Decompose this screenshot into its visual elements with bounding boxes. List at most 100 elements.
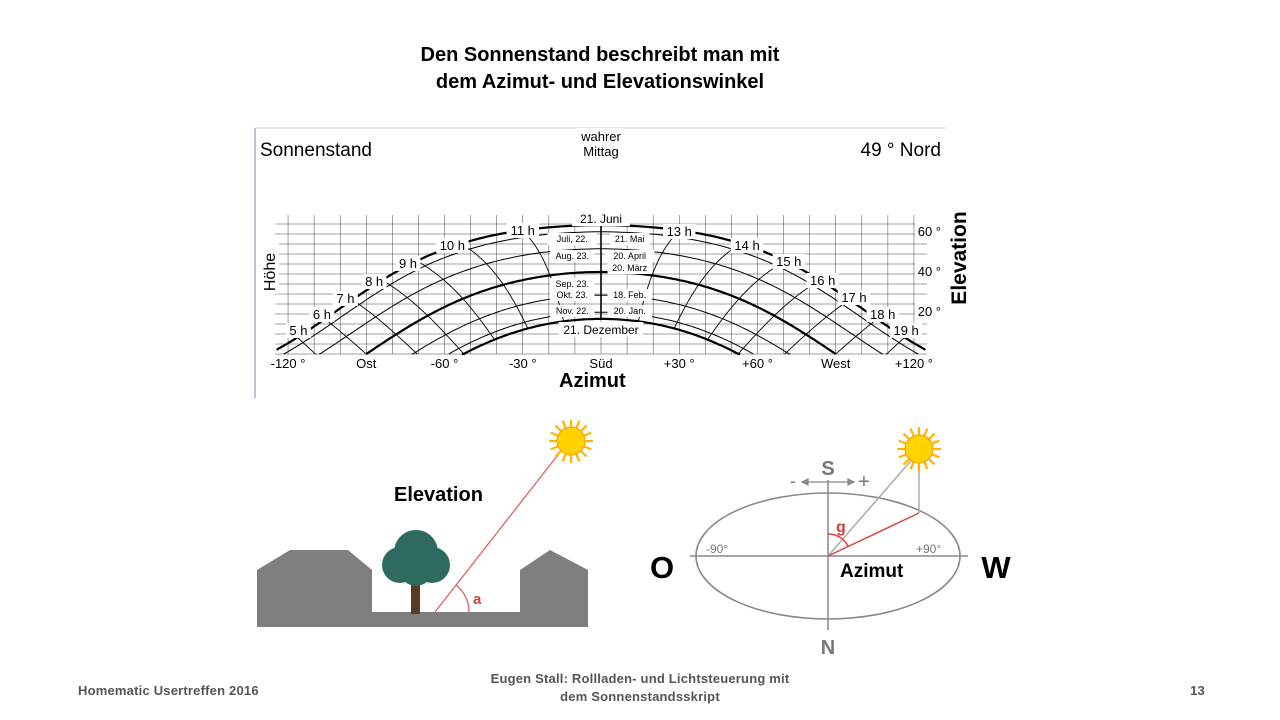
x-tick-label: Ost — [356, 356, 377, 371]
x-tick-label: +60 ° — [742, 356, 773, 371]
footer-author-line1: Eugen Stall: Rollladen- und Lichtsteueru… — [490, 671, 790, 686]
compass-south: S — [821, 458, 834, 480]
chart-heading: Sonnenstand — [260, 140, 372, 161]
hour-label-backdrop — [333, 291, 358, 306]
y-tick-backdrop — [915, 263, 945, 278]
hour-line — [325, 319, 368, 355]
curve-label-backdrop — [607, 305, 652, 317]
curve-label: Aug. 23. — [556, 251, 590, 261]
slide-title-line1: Den Sonnenstand beschreibt man mit — [420, 44, 780, 66]
curve-label-backdrop — [550, 305, 595, 317]
hour-label-backdrop — [837, 290, 871, 305]
hour-line — [297, 337, 317, 355]
compass-west: W — [981, 550, 1011, 585]
hour-line — [737, 280, 820, 355]
hour-line — [462, 243, 529, 329]
hour-label-backdrop — [663, 224, 696, 239]
hour-label: 10 h — [440, 238, 465, 253]
x-axis-ticks: -120 °Ost-60 °-30 °Süd+30 °+60 °West+120… — [271, 356, 933, 371]
chart-latitude: 49 ° Nord — [861, 140, 941, 161]
curve-label-backdrop — [550, 250, 595, 262]
direction-arrows — [800, 478, 856, 486]
x-tick-label: +30 ° — [664, 356, 695, 371]
hour-label: 9 h — [399, 256, 417, 271]
curve-label: 20. März — [612, 263, 648, 273]
page-number: 13 — [1190, 683, 1205, 698]
compass-east: O — [650, 550, 674, 585]
azimuth-compass: g S N O W - + -90° +90° Azimut — [650, 427, 1011, 659]
latitude-backdrop — [847, 136, 943, 164]
noon-label-line1: wahrer — [580, 129, 621, 144]
curve-label: Nov. 22. — [556, 306, 589, 316]
hour-label-backdrop — [889, 323, 923, 338]
hour-label: 15 h — [776, 254, 801, 269]
hour-label-backdrop — [286, 323, 311, 338]
hour-label: 13 h — [667, 224, 692, 239]
elevation-angle-arc — [455, 584, 470, 613]
hour-label-backdrop — [395, 256, 421, 271]
hour-line — [417, 261, 495, 340]
curve-label-backdrop — [607, 262, 652, 274]
curve-label-backdrop — [547, 233, 597, 245]
footer-event: Homematic Usertreffen 2016 — [78, 683, 259, 698]
curve-label-backdrop — [610, 233, 650, 245]
compass-azimut-label: Azimut — [840, 561, 904, 582]
heading-backdrop — [257, 136, 397, 164]
hour-line — [834, 319, 877, 355]
minus-90-label: -90° — [706, 542, 728, 556]
curve-label-backdrop — [572, 211, 630, 226]
curve-label: Juli, 22. — [557, 234, 588, 244]
hour-line — [382, 280, 465, 355]
hour-label-backdrop — [772, 254, 805, 269]
hour-label-backdrop — [436, 238, 469, 253]
y-axis-ticks: 20 °40 °60 ° — [915, 223, 945, 319]
compass-north: N — [821, 637, 835, 659]
y-tick-label: 20 ° — [918, 304, 941, 319]
elevation-axis-label: Elevation — [948, 211, 971, 305]
curve-label: Okt. 23. — [557, 290, 589, 300]
hour-label: 19 h — [893, 323, 918, 338]
left-building — [257, 550, 372, 627]
sun-ray — [827, 455, 916, 557]
plus-90-label: +90° — [916, 542, 941, 556]
hour-label: 5 h — [289, 323, 307, 338]
slide-title-line2: dem Azimut- und Elevationswinkel — [435, 71, 765, 93]
y-tick-backdrop — [915, 223, 945, 238]
sun-icon — [897, 427, 941, 471]
azimuth-angle-label: g — [836, 519, 846, 536]
hour-line — [353, 299, 418, 355]
hour-line — [673, 243, 740, 329]
hour-line — [784, 299, 849, 355]
x-tick-label: -120 ° — [271, 356, 306, 371]
x-tick-label: West — [821, 356, 851, 371]
compass-plus: + — [858, 471, 870, 493]
hour-label-backdrop — [361, 274, 387, 289]
curve-label: 21. Juni — [580, 212, 622, 226]
hour-line — [885, 337, 905, 355]
x-tick-label: +120 ° — [895, 356, 933, 371]
elevation-scene: a Elevation — [257, 420, 593, 627]
tree-trunk — [411, 570, 420, 614]
elevation-angle-label: a — [473, 591, 482, 608]
compass-minus: - — [790, 471, 796, 491]
curve-label: 21. Dezember — [563, 323, 638, 337]
hour-label-backdrop — [730, 238, 764, 253]
curve-label: 20. April — [613, 251, 646, 261]
elevation-ray — [434, 441, 569, 613]
noon-backdrop — [576, 128, 624, 160]
azimuth-axis-label: Azimut — [559, 370, 626, 392]
hour-label: 16 h — [810, 273, 835, 288]
curve-label-backdrop — [605, 250, 655, 262]
elevation-scene-label: Elevation — [394, 484, 483, 506]
curve-label-backdrop — [607, 289, 652, 301]
hour-label-backdrop — [506, 223, 539, 238]
x-tick-label: -60 ° — [431, 356, 459, 371]
hour-line — [707, 261, 785, 340]
hour-label: 14 h — [734, 238, 759, 253]
hour-label-backdrop — [806, 273, 839, 288]
hour-label: 6 h — [313, 307, 331, 322]
sun-icon — [549, 420, 593, 463]
slide-title: Den Sonnenstand beschreibt man mit dem A… — [300, 42, 900, 96]
y-tick-label: 60 ° — [918, 224, 941, 239]
